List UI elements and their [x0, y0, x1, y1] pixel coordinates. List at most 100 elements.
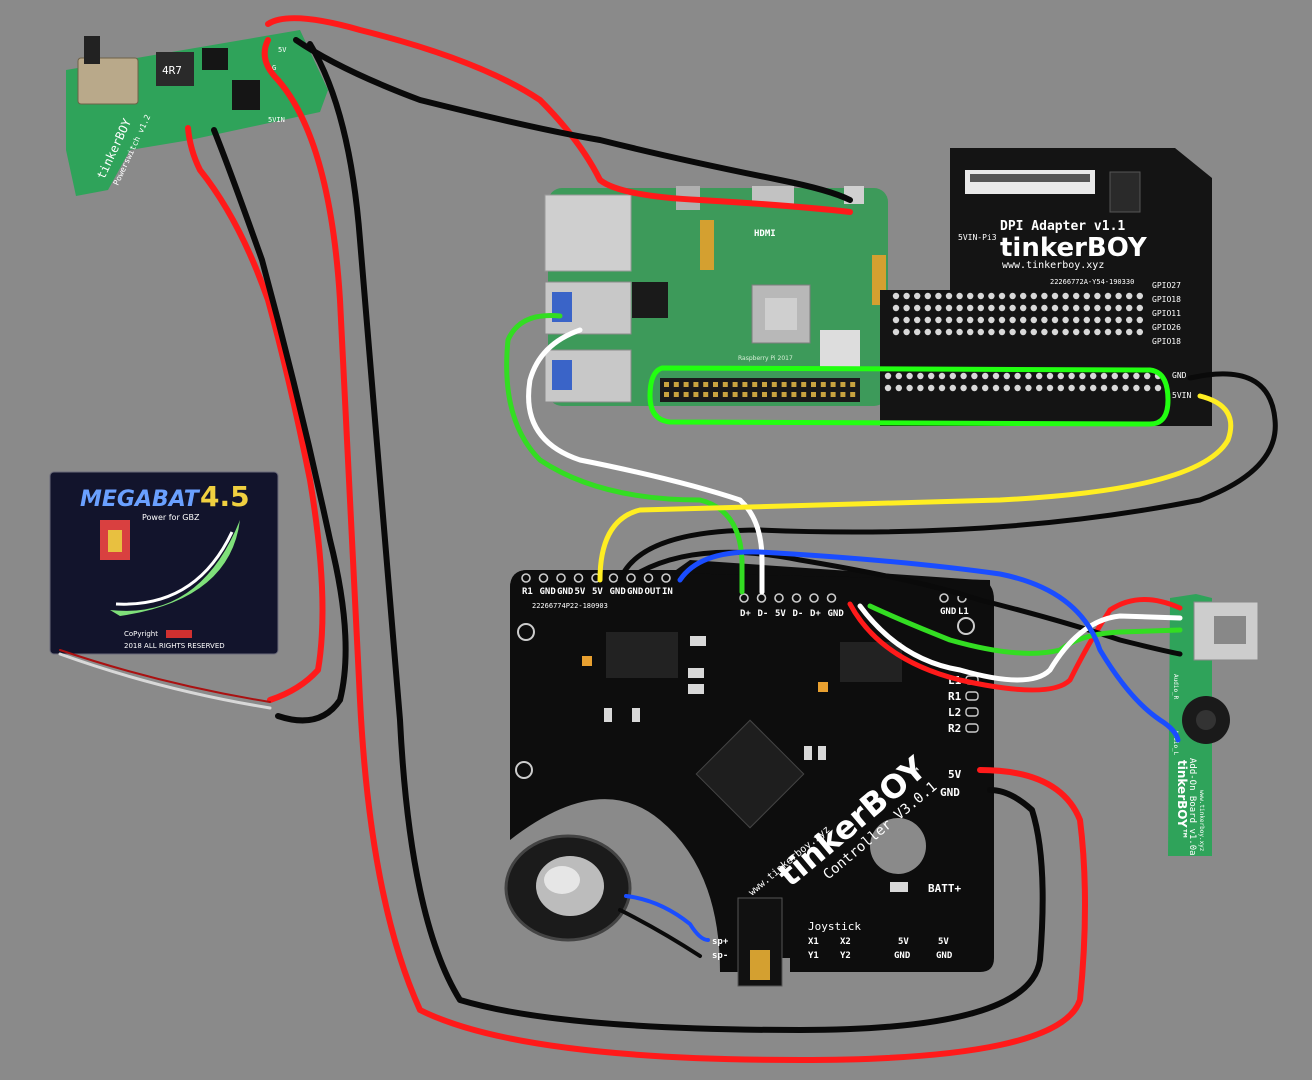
- dpi-hole: [1126, 304, 1133, 312]
- pi-gpio-pin: [742, 392, 748, 397]
- dpi-hole: [967, 292, 974, 300]
- controller-top-left-pin-label: GND: [540, 587, 557, 597]
- controller-mcu: [695, 719, 805, 829]
- pi-gpio-pin: [840, 392, 846, 397]
- controller-part: 22266774P22-180903: [532, 602, 608, 610]
- wire-black-switch-to-dpi: [293, 37, 853, 203]
- dpi-hole: [1100, 372, 1108, 380]
- pi-gpio-pin: [722, 382, 728, 387]
- dpi-brand: tinkerBOY: [1000, 233, 1148, 263]
- dpi-hole: [1068, 384, 1075, 392]
- dpi-hole: [906, 372, 913, 380]
- pi-gpio-pin: [850, 382, 856, 387]
- dpi-hole: [903, 304, 910, 312]
- dpi-part: 22266772A-Y54-190330: [1050, 278, 1134, 286]
- pi-gpio-pin: [771, 382, 777, 387]
- controller-top-mid-pin-pad: [826, 593, 837, 603]
- dpi-hole: [1057, 372, 1065, 380]
- joystick-x2: X2: [840, 937, 851, 947]
- pi-gpio-pin: [703, 382, 709, 387]
- dpi-hole: [914, 328, 921, 336]
- aux-5v-a: 5V: [898, 937, 909, 947]
- dpi-hole: [1057, 384, 1065, 392]
- dpi-hole: [1014, 384, 1021, 392]
- dpi-hole: [1094, 316, 1101, 324]
- dpi-hole: [982, 384, 989, 392]
- pi-gpio-pin: [693, 382, 699, 387]
- addon-side-text2: Audio_L: [1172, 730, 1179, 756]
- controller-top-mid-pin-pad: [739, 593, 749, 603]
- dpi-hole: [967, 328, 974, 336]
- controller-top-left-pin-pad: [538, 573, 549, 583]
- controller-top-mid-pin-label: D-: [793, 609, 804, 619]
- battery-brand: MEGABAT: [80, 487, 201, 512]
- pi-gpio-pin: [830, 392, 836, 397]
- battery-rights: 2018 ALL RIGHTS RESERVED: [124, 642, 225, 650]
- pi-gpio-pin: [762, 382, 767, 387]
- pi-gpio-pin: [830, 382, 836, 387]
- battery-version: 4.5: [200, 480, 250, 513]
- inductor: [156, 52, 194, 86]
- dpi-hole: [1100, 384, 1108, 392]
- controller-top-mid-pin-pad: [809, 593, 819, 603]
- usb-port-bottom: [544, 349, 632, 403]
- dpi-gpio-label-0: GPIO27: [1152, 281, 1181, 290]
- addon-url: www.tinkerboy.xyz: [1198, 790, 1205, 852]
- dpi-hole: [1073, 316, 1080, 324]
- dpi-hole: [884, 384, 892, 392]
- dpi-hole: [977, 328, 984, 336]
- pi-gpio-pin: [732, 392, 738, 397]
- dpi-hole: [1062, 316, 1069, 324]
- controller-chip-left: [606, 632, 678, 678]
- dpi-hole: [1122, 372, 1129, 380]
- speaker: [504, 834, 632, 942]
- mount-hole-tl: [517, 623, 535, 641]
- controller-top-left-pin-pad: [521, 573, 531, 583]
- dpi-hole: [977, 304, 984, 312]
- power-switch-pad-g: G: [272, 64, 276, 72]
- dpi-hole: [1104, 316, 1112, 324]
- dpi-hole: [1051, 292, 1059, 300]
- dpi-hole: [1003, 384, 1010, 392]
- dpi-hole: [988, 304, 995, 312]
- dpi-hole: [945, 316, 953, 324]
- controller-top-right-pin-pad: [939, 593, 949, 603]
- dpi-hole: [928, 372, 935, 380]
- wire-white-controller-to-addon: [857, 603, 1183, 683]
- battery-copyright: CoPyright: [124, 630, 158, 638]
- dpi-hole: [949, 384, 956, 392]
- wire-red-controller-to-addon: [847, 597, 1183, 693]
- dpi-version: DPI Adapter v1.1: [1000, 219, 1125, 234]
- wire-black-loop-to-controller: [307, 41, 1046, 1033]
- dpi-hole: [1062, 304, 1069, 312]
- inductor-marking: 4R7: [162, 64, 182, 77]
- dpi-hole: [1020, 292, 1027, 300]
- wire-blue-speaker: [624, 894, 710, 942]
- dpi-hole: [956, 328, 963, 336]
- dpi-hole: [1083, 328, 1091, 336]
- wire-red-battery-to-switch: [185, 125, 326, 703]
- mount-hole-tr: [957, 617, 975, 635]
- controller-top-mid-pin-pad: [774, 593, 784, 603]
- mount-hole-big: [870, 818, 926, 874]
- dpi-hole: [892, 292, 900, 300]
- wire-white-pi-to-controller: [526, 327, 765, 595]
- dpi-hole: [1115, 304, 1122, 312]
- dpi-url: www.tinkerboy.xyz: [1002, 260, 1104, 271]
- dpi-hole: [1133, 384, 1140, 392]
- dpi-hole: [924, 292, 931, 300]
- dpi-hole: [924, 328, 931, 336]
- controller-side-pad: [965, 691, 979, 701]
- battery-tagline: Power for GBZ: [142, 513, 200, 522]
- controller-top-left-pin-label: GND: [557, 587, 574, 597]
- dpi-hole: [992, 372, 1000, 380]
- dpi-hole: [956, 292, 963, 300]
- controller-sp-plus: sp+: [712, 937, 729, 947]
- dpi-hole: [1068, 372, 1075, 380]
- controller-top-left-pin-pad: [626, 573, 636, 583]
- dpi-hole: [903, 316, 910, 324]
- controller-top-left-pin-pad: [556, 573, 566, 583]
- dpi-hole: [895, 372, 902, 380]
- pi-gpio-pin: [683, 392, 689, 397]
- dpi-hole: [945, 304, 953, 312]
